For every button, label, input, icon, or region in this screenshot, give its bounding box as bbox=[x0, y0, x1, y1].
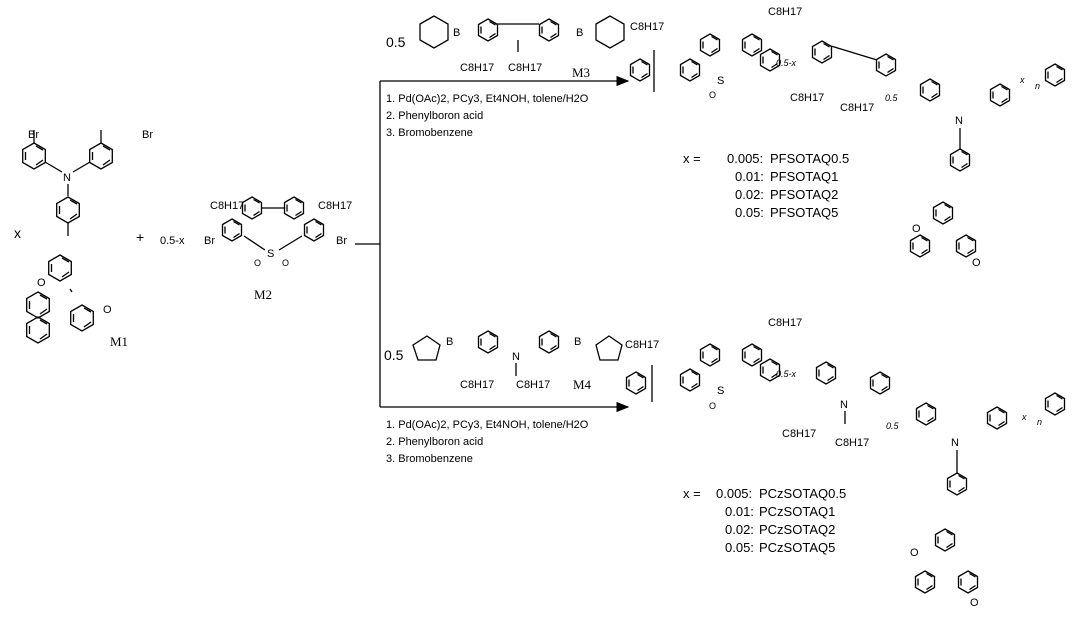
lo-sub-4: n bbox=[1037, 417, 1042, 427]
upper-legend-x-2: 0.01: bbox=[735, 169, 764, 184]
lo-carbonyl-o1: O bbox=[910, 547, 919, 559]
up-octyl-1: C8H17 bbox=[630, 21, 664, 33]
lo-sulfur: S bbox=[717, 385, 724, 397]
plus-sign: + bbox=[136, 229, 144, 245]
m4-b-left: B bbox=[446, 336, 453, 348]
m4-octyl-2: C8H17 bbox=[516, 379, 550, 391]
lower-condition-1: 1. Pd(OAc)2, PCy3, Et4NOH, tolene/H2O bbox=[386, 419, 589, 431]
upper-legend-name-1: PFSOTAQ0.5 bbox=[770, 151, 849, 166]
m2-octyl-left: C8H17 bbox=[210, 200, 244, 212]
lower-legend-x-1: 0.005: bbox=[716, 486, 752, 501]
upper-conditions: 1. Pd(OAc)2, PCy3, Et4NOH, tolene/H2O 2.… bbox=[386, 93, 589, 139]
upper-legend-prefix: x = bbox=[683, 151, 701, 166]
upper-legend-x-1: 0.005: bbox=[727, 151, 763, 166]
m2-label: M2 bbox=[254, 287, 272, 302]
lower-condition-3: 3. Bromobenzene bbox=[386, 453, 473, 465]
lower-legend-x-4: 0.05: bbox=[725, 540, 754, 555]
lower-legend-name-3: PCzSOTAQ2 bbox=[759, 522, 835, 537]
up-octyl-2: C8H17 bbox=[768, 6, 802, 18]
reagent-m3: 0.5 B B C8H17 C8H17 M3 bbox=[386, 15, 625, 80]
m2-octyl-right: C8H17 bbox=[318, 200, 352, 212]
upper-legend: x = 0.005: PFSOTAQ0.5 0.01: PFSOTAQ1 0.0… bbox=[683, 151, 849, 220]
lo-octyl-3: C8H17 bbox=[782, 428, 816, 440]
monomer-m1: x Br Br N O O M1 bbox=[14, 129, 153, 349]
upper-legend-name-2: PFSOTAQ1 bbox=[770, 169, 838, 184]
lo-sulfone-o: O bbox=[709, 401, 716, 411]
lo-n-atom: N bbox=[840, 399, 848, 411]
lo-carbonyl-o2: O bbox=[970, 597, 979, 609]
m4-n-atom: N bbox=[512, 351, 520, 363]
up-sub-4: n bbox=[1035, 81, 1040, 91]
upper-product: S O C8H17 C8H17 0.5-x C8H17 C8H17 0.5 N … bbox=[629, 6, 1066, 269]
upper-legend-name-4: PFSOTAQ5 bbox=[770, 205, 838, 220]
up-sub-2: 0.5 bbox=[885, 93, 899, 103]
m1-br-right: Br bbox=[142, 129, 153, 141]
m2-coefficient: 0.5-x bbox=[160, 235, 185, 247]
up-carbonyl-o1: O bbox=[912, 223, 921, 235]
upper-legend-x-4: 0.05: bbox=[735, 205, 764, 220]
m3-b-left: B bbox=[453, 27, 460, 39]
lo-sub-2: 0.5 bbox=[886, 421, 900, 431]
lower-legend-name-2: PCzSOTAQ1 bbox=[759, 504, 835, 519]
reaction-arrows bbox=[355, 75, 630, 413]
monomer-m2: 0.5-x S O O Br Br C8H17 C8H17 M2 bbox=[160, 196, 352, 302]
upper-condition-3: 3. Bromobenzene bbox=[386, 127, 473, 139]
m1-carbonyl-o2: O bbox=[103, 304, 112, 316]
upper-legend-name-3: PFSOTAQ2 bbox=[770, 187, 838, 202]
m2-sulfur: S bbox=[267, 248, 274, 260]
m3-octyl-1: C8H17 bbox=[460, 62, 494, 74]
up-sub-1: 0.5-x bbox=[776, 58, 797, 68]
m2-br-right: Br bbox=[336, 235, 347, 247]
up-sulfur: S bbox=[717, 75, 724, 87]
up-octyl-3: C8H17 bbox=[790, 92, 824, 104]
lo-sub-3: x bbox=[1021, 412, 1027, 422]
up-sub-3: x bbox=[1019, 75, 1025, 85]
m3-octyl-2: C8H17 bbox=[508, 62, 542, 74]
lo-n-atom-tpa: N bbox=[951, 437, 959, 449]
lower-condition-2: 2. Phenylboron acid bbox=[386, 436, 483, 448]
upper-condition-2: 2. Phenylboron acid bbox=[386, 110, 483, 122]
lo-octyl-2: C8H17 bbox=[768, 317, 802, 329]
m2-o1: O bbox=[254, 258, 261, 268]
m4-b-right: B bbox=[574, 336, 581, 348]
m4-label: M4 bbox=[573, 377, 592, 392]
m3-coefficient: 0.5 bbox=[386, 34, 406, 50]
m4-octyl-1: C8H17 bbox=[460, 379, 494, 391]
up-octyl-4: C8H17 bbox=[840, 102, 874, 114]
m1-br-left: Br bbox=[28, 129, 39, 141]
lower-legend-name-4: PCzSOTAQ5 bbox=[759, 540, 835, 555]
m2-br-left: Br bbox=[204, 235, 215, 247]
lo-octyl-4: C8H17 bbox=[835, 437, 869, 449]
lo-sub-1: 0.5-x bbox=[776, 369, 797, 379]
m1-n-atom: N bbox=[63, 172, 71, 184]
upper-condition-1: 1. Pd(OAc)2, PCy3, Et4NOH, tolene/H2O bbox=[386, 93, 589, 105]
upper-legend-x-3: 0.02: bbox=[735, 187, 764, 202]
m3-label: M3 bbox=[572, 65, 590, 80]
up-sulfone-o: O bbox=[709, 90, 716, 100]
m3-b-right: B bbox=[576, 27, 583, 39]
lower-legend-name-1: PCzSOTAQ0.5 bbox=[759, 486, 846, 501]
reagent-m4: 0.5 B N B C8H17 C8H17 M4 bbox=[384, 330, 623, 392]
lower-conditions: 1. Pd(OAc)2, PCy3, Et4NOH, tolene/H2O 2.… bbox=[386, 419, 589, 465]
lower-legend: x = 0.005: PCzSOTAQ0.5 0.01: PCzSOTAQ1 0… bbox=[683, 486, 846, 555]
m1-label: M1 bbox=[110, 334, 128, 349]
m4-coefficient: 0.5 bbox=[384, 347, 404, 363]
lower-legend-x-2: 0.01: bbox=[725, 504, 754, 519]
m1-coefficient: x bbox=[14, 225, 21, 241]
m2-o2: O bbox=[282, 258, 289, 268]
lower-legend-prefix: x = bbox=[683, 486, 701, 501]
lower-legend-x-3: 0.02: bbox=[725, 522, 754, 537]
up-n-atom: N bbox=[955, 115, 963, 127]
lower-product: S O C8H17 C8H17 0.5-x N C8H17 C8H17 0.5 … bbox=[625, 317, 1066, 609]
up-carbonyl-o2: O bbox=[972, 257, 981, 269]
m1-carbonyl-o1: O bbox=[37, 277, 46, 289]
lo-octyl-1: C8H17 bbox=[625, 339, 659, 351]
